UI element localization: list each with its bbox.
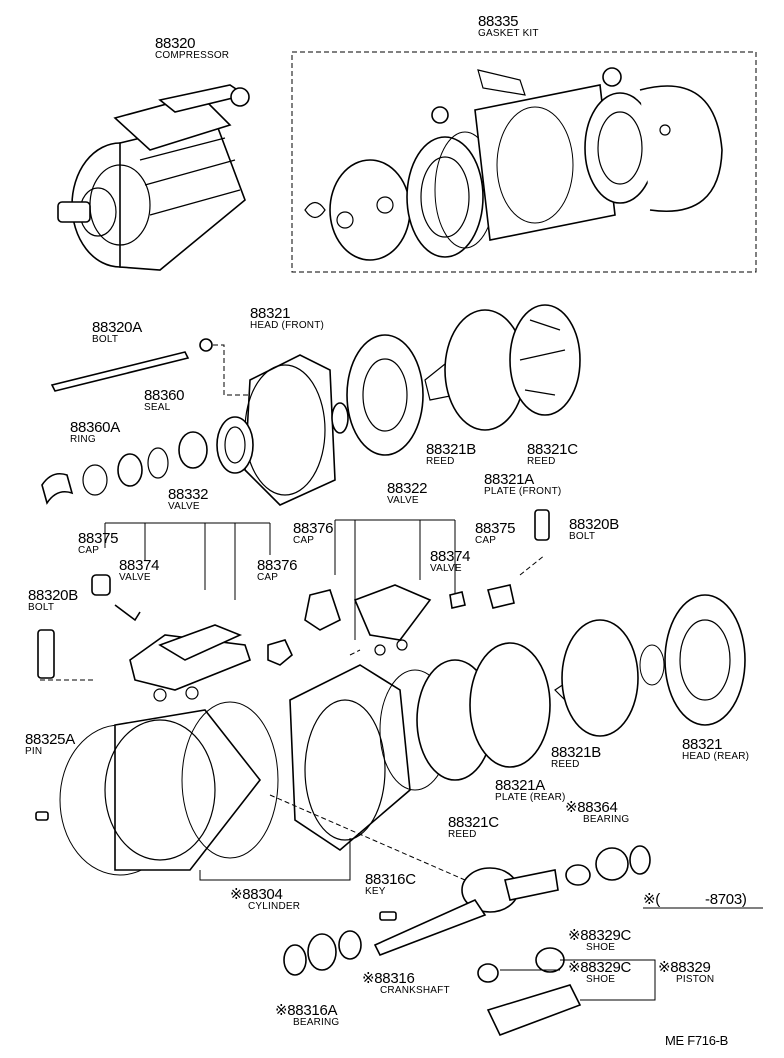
figure-code: ME F716-B — [665, 1033, 729, 1048]
callout-88320: 88320 COMPRESSOR — [155, 35, 230, 61]
callout-88321a-bottom: 88321A PLATE (REAR) — [495, 777, 566, 803]
callout-88360a: 88360A RING — [70, 419, 120, 445]
gasket-kit-drawing — [304, 67, 723, 261]
callout-88325a: 88325A PIN — [25, 731, 75, 757]
callout-88375-right: 88375 CAP — [475, 520, 516, 546]
footnote-range: -8703) — [705, 891, 747, 908]
footnote-mark: ※( — [643, 891, 660, 908]
cylinder-drawing — [59, 664, 451, 876]
callout-88329c-b: ※88329C SHOE — [568, 959, 632, 985]
callout-88376-left: 88376 CAP — [257, 557, 298, 583]
callout-88316a: ※88316A BEARING — [275, 1002, 340, 1028]
callout-88321-head-rear: 88321 HEAD (REAR) — [682, 736, 750, 762]
callout-88321c-top: 88321C REED — [527, 441, 578, 467]
callout-88320a: 88320A BOLT — [92, 319, 142, 345]
callout-88376-right: 88376 CAP — [293, 520, 334, 546]
head-front-drawing — [216, 354, 336, 506]
callout-88321-head-front: 88321 HEAD (FRONT) — [250, 305, 325, 331]
callout-88316: ※88316 CRANKSHAFT — [362, 970, 450, 996]
bolt-88320a-drawing — [50, 338, 213, 392]
seal-ring-drawing — [41, 431, 208, 505]
callout-88329c-a: ※88329C SHOE — [568, 927, 632, 953]
callout-88329: ※88329 PISTON — [658, 959, 715, 985]
callout-88374-left: 88374 VALVE — [119, 557, 160, 583]
callout-88321b-bottom: 88321B REED — [551, 744, 601, 770]
callout-88321b-top: 88321B REED — [426, 441, 476, 467]
callout-88320b-right: 88320B BOLT — [569, 516, 619, 542]
callout-88364: ※88364 BEARING — [565, 799, 630, 825]
reed-plate-front-drawing — [346, 304, 581, 456]
gasket-kit-box — [291, 51, 757, 273]
reed-plate-rear-drawing — [416, 594, 746, 781]
crankshaft-drawing — [283, 845, 651, 1037]
callout-88316c: 88316C KEY — [365, 871, 416, 897]
callout-88374-right: 88374 VALVE — [430, 548, 471, 574]
callout-88322: 88322 VALVE — [387, 480, 428, 506]
compressor-drawing — [57, 84, 250, 271]
callout-88320b-left: 88320B BOLT — [28, 587, 78, 613]
callout-88304: ※88304 CYLINDER — [230, 886, 301, 912]
valve-88322-drawing — [304, 509, 550, 656]
valve-88332-drawing — [91, 574, 293, 702]
callout-88332: 88332 VALVE — [168, 486, 209, 512]
callout-88321a-top: 88321A PLATE (FRONT) — [484, 471, 562, 497]
callout-88360: 88360 SEAL — [144, 387, 185, 413]
callout-88375-left: 88375 CAP — [78, 530, 119, 556]
callout-88321c-bottom: 88321C REED — [448, 814, 499, 840]
callout-88335: 88335 GASKET KIT — [478, 13, 539, 39]
